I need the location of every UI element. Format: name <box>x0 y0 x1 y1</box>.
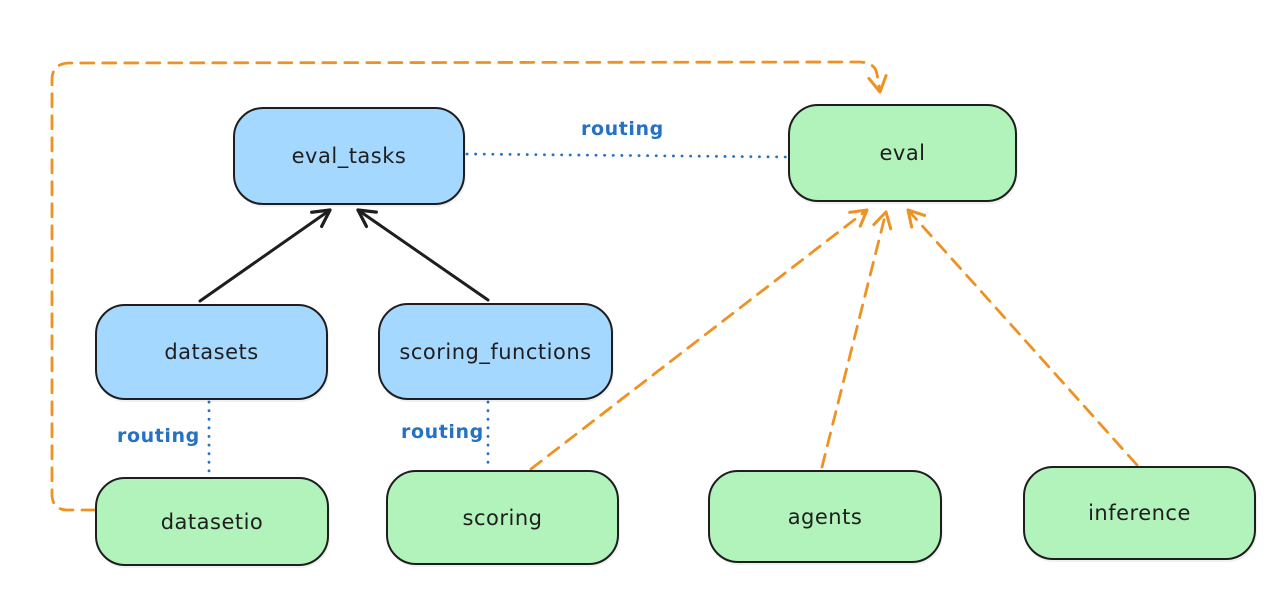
edge-scoringfunctions-evaltasks <box>356 208 490 302</box>
node-datasetio[interactable]: datasetio <box>95 477 329 566</box>
node-scoring-label: scoring <box>462 505 543 530</box>
node-scoring-functions[interactable]: scoring_functions <box>378 303 613 400</box>
node-eval-tasks-label: eval_tasks <box>291 144 407 168</box>
node-inference-label: inference <box>1088 501 1191 525</box>
node-inference[interactable]: inference <box>1023 466 1256 560</box>
edge-label-routing-evaltasks-eval: routing <box>581 118 664 140</box>
node-scoring[interactable]: scoring <box>386 470 619 565</box>
edge-agents-eval <box>820 210 893 469</box>
edge-datasets-evaltasks <box>198 208 332 303</box>
edge-label-routing-scoringfunctions-scoring: routing <box>401 421 484 443</box>
node-agents[interactable]: agents <box>708 470 942 563</box>
node-datasets-label: datasets <box>164 340 259 364</box>
node-agents-label: agents <box>787 504 863 529</box>
node-eval[interactable]: eval <box>788 104 1017 202</box>
node-eval-tasks[interactable]: eval_tasks <box>233 107 465 205</box>
edge-label-routing-datasets-datasetio: routing <box>117 425 200 447</box>
edge-evaltasks-eval <box>465 152 788 159</box>
node-scoring-functions-label: scoring_functions <box>399 339 592 364</box>
node-datasets[interactable]: datasets <box>95 304 328 400</box>
edge-inference-eval <box>906 208 1139 467</box>
node-eval-label: eval <box>879 141 926 165</box>
node-datasetio-label: datasetio <box>160 509 264 534</box>
